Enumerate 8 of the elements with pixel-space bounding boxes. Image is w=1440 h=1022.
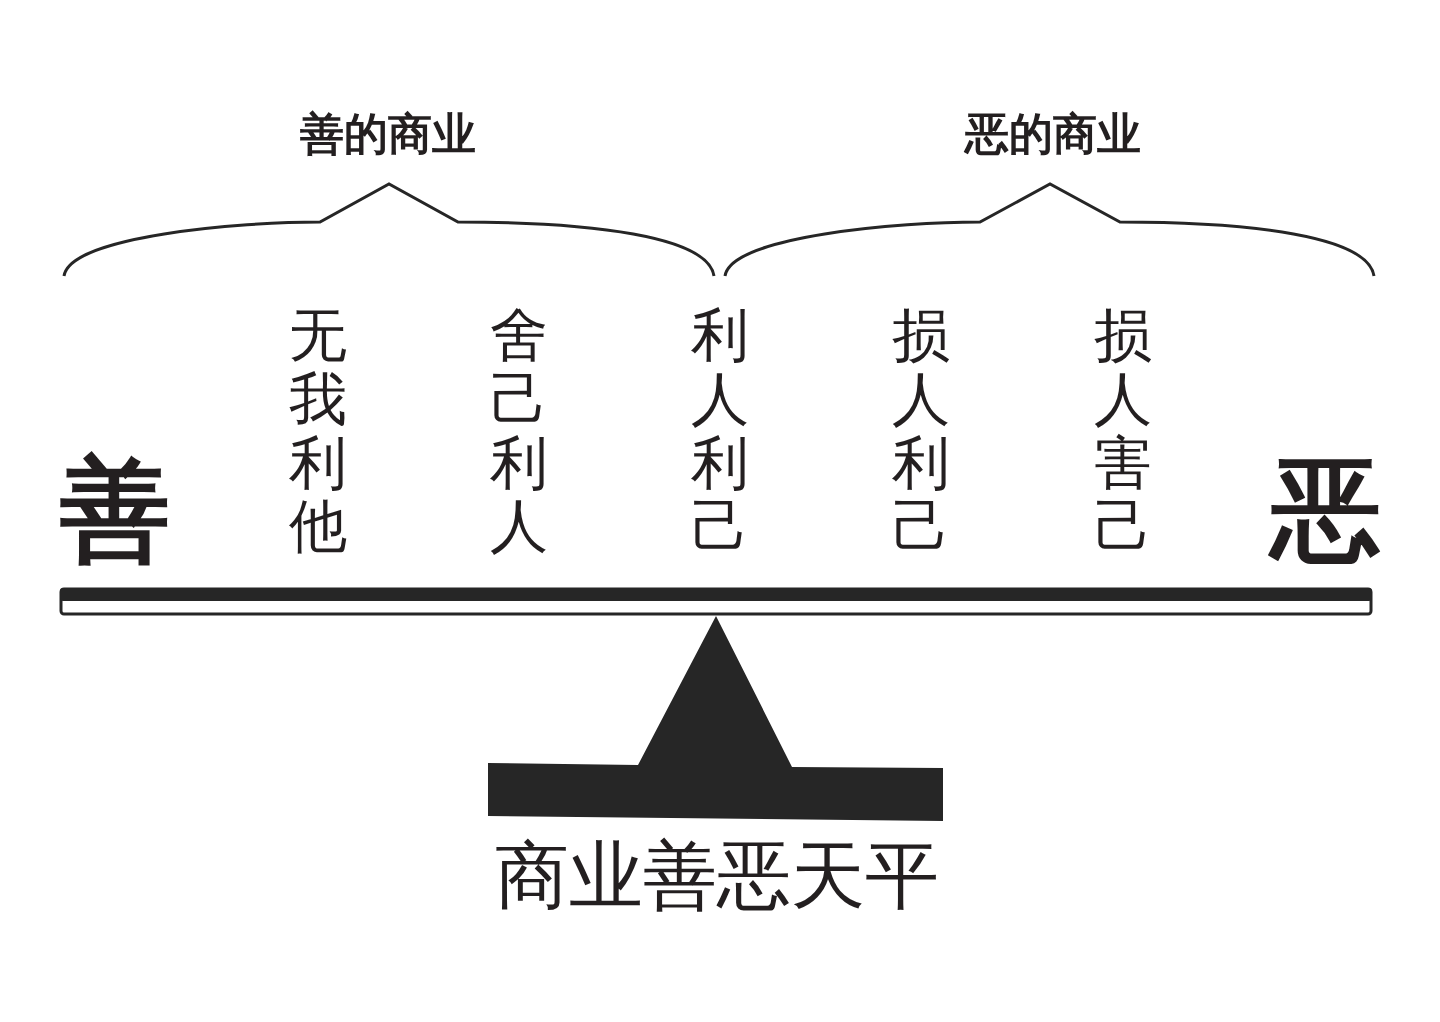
vertical-label: 舍己利人: [490, 304, 548, 560]
vertical-label: 损人害己: [1094, 304, 1152, 560]
vertical-label: 损人利己: [892, 304, 950, 560]
brace-label: 恶的商业: [965, 112, 1141, 156]
vertical-label: 利人利己: [691, 304, 749, 560]
vertical-label: 无我利他: [289, 304, 347, 560]
brace-label: 善的商业: [300, 112, 476, 156]
diagram-title: 商业善恶天平: [495, 838, 939, 912]
